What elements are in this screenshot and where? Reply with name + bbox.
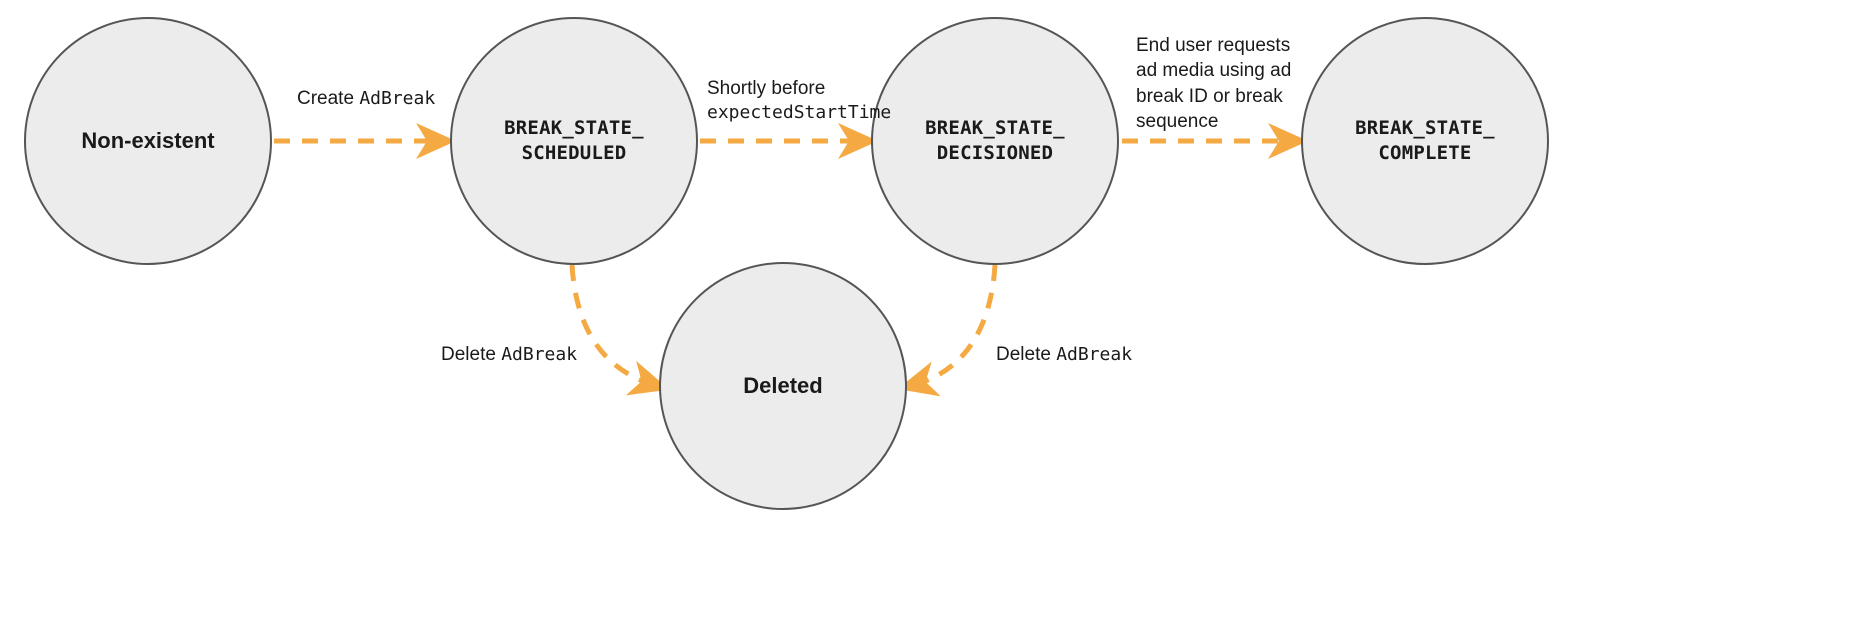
state-node-label: BREAK_STATE_ SCHEDULED [504,116,644,164]
state-node-break-state-complete[interactable]: BREAK_STATE_ COMPLETE [1301,17,1549,265]
label-code-run: AdBreak [1056,344,1133,365]
state-node-label: BREAK_STATE_ COMPLETE [1355,116,1495,164]
label-text-run: End user requests [1136,35,1291,56]
state-node-label: Deleted [743,373,823,399]
edge-label-delete-adbreak-decisioned: Delete AdBreak [996,342,1132,367]
state-node-break-state-scheduled[interactable]: BREAK_STATE_ SCHEDULED [450,17,698,265]
label-code-run: AdBreak [359,88,436,109]
edge-label-create-adbreak: Create AdBreak [297,86,435,111]
state-node-label: Non-existent [81,128,215,154]
edge-delete-adbreak-scheduled [569,264,670,396]
label-text-run: Delete [441,344,502,365]
state-node-break-state-decisioned[interactable]: BREAK_STATE_ DECISIONED [871,17,1119,265]
state-node-label: BREAK_STATE_ DECISIONED [925,116,1065,164]
edge-delete-adbreak-decisioned [897,264,998,397]
label-text-run: Shortly before [707,78,826,99]
label-code-run: AdBreak [501,344,578,365]
edge-label-end-user-requests-ad-media: End user requests ad media using ad break … [1136,33,1291,134]
label-text-run: break ID or break [1136,85,1283,107]
label-text-run: Create [297,88,360,109]
state-node-non-existent[interactable]: Non-existent [24,17,272,265]
edge-label-shortly-before-expected-start-time: Shortly before expectedStartTime [707,76,891,125]
label-code-run: expectedStartTime [707,102,892,124]
label-text-run: sequence [1136,110,1219,132]
edge-label-delete-adbreak-scheduled: Delete AdBreak [441,342,577,367]
state-node-deleted[interactable]: Deleted [659,262,907,510]
label-text-run: Delete [996,344,1057,365]
label-text-run: ad media using ad [1136,60,1292,82]
